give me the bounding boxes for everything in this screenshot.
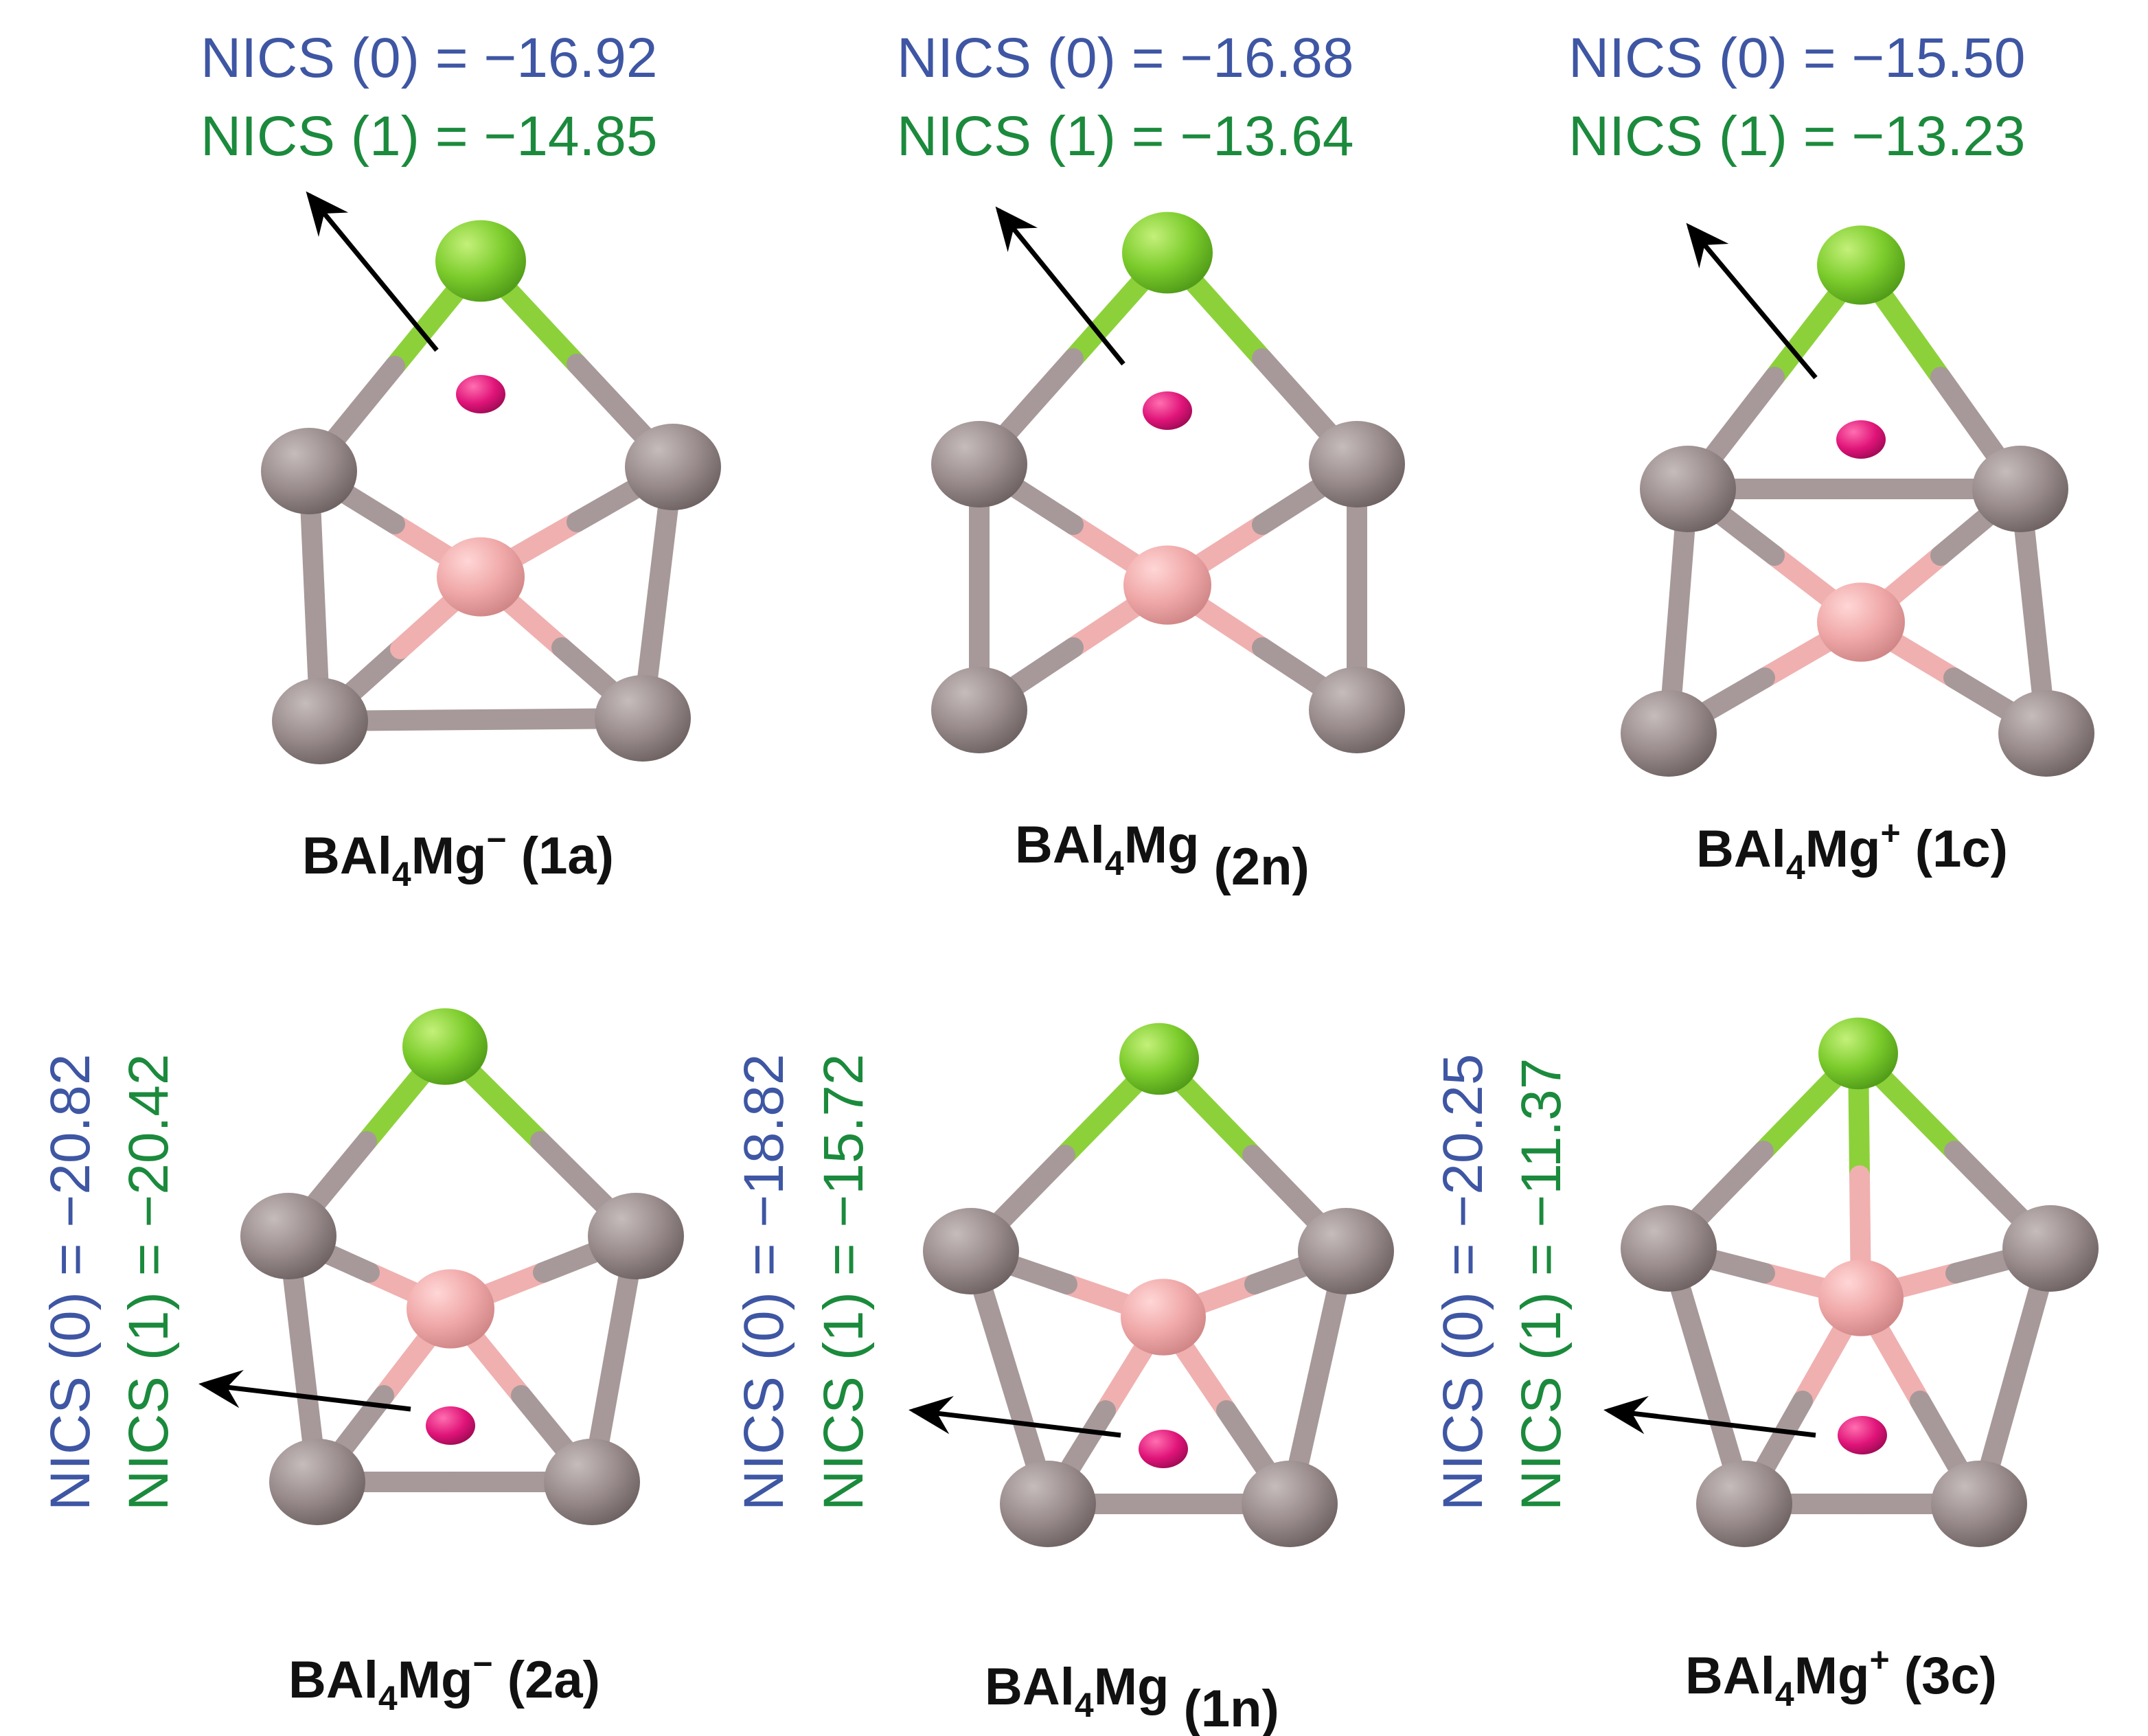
al-atom [1640,446,1736,532]
mg-atom [1122,212,1213,294]
molecule-1a [261,191,721,764]
nics-arrow [198,1369,411,1412]
ring-center-dummy-atom [1139,1430,1188,1468]
nics1-value-2a: NICS (1) = −20.42 [117,1054,180,1511]
molecule-1n [909,1023,1394,1547]
al-atom [1696,1461,1792,1547]
ring-center-dummy-atom [1836,420,1886,459]
nics1-value-1n: NICS (1) = −15.72 [812,1054,875,1511]
structure-label-1c: BAl4Mg+ (1c) [1696,814,2008,887]
top-panel-2n: NICS (0) = −16.88 NICS (1) = −13.64 BAl4… [897,27,1353,896]
top-panel-1a: NICS (0) = −16.92 NICS (1) = −14.85 BAl4… [201,27,657,893]
structure-label-3c: BAl4Mg+ (3c) [1685,1641,1997,1713]
al-atom [1309,667,1405,753]
al-atom [1931,1461,2027,1547]
ring-center-dummy-atom [1143,391,1192,430]
molecule-3c [1603,1017,2099,1547]
structure-label-1a: BAl4Mg− (1a) [302,821,614,893]
molecule-2a [198,1008,684,1525]
nics1-value-1a: NICS (1) = −14.85 [201,105,657,168]
mg-atom [402,1008,488,1085]
molecule-structures [198,191,2099,1547]
nics-arrow [1603,1395,1816,1438]
al-atom [931,667,1027,753]
nics0-value-2n: NICS (0) = −16.88 [897,27,1353,89]
al-atom [1000,1461,1096,1547]
mg-atom [435,220,526,302]
al-atom [1309,421,1405,507]
bottom-panel-2a: NICS (0) = −20.82 NICS (1) = −20.42 BAl4… [39,1054,600,1717]
al-atom [261,428,357,514]
b-atom [437,537,525,617]
top-panel-1c: NICS (0) = −15.50 NICS (1) = −13.23 BAl4… [1568,27,2025,887]
al-atom [1621,1205,1717,1292]
nics0-value-3c: NICS (0) = −20.25 [1432,1054,1494,1511]
nics-arrow [995,206,1126,366]
b-atom [1817,582,1905,662]
mg-atom [1817,225,1905,305]
al-atom [544,1439,640,1525]
ring-center-dummy-atom [1838,1416,1887,1454]
al-atom [1972,446,2068,532]
nics1-value-2n: NICS (1) = −13.64 [897,105,1353,168]
al-atom [1242,1461,1338,1547]
al-atom [595,675,691,762]
al-atom [240,1193,336,1279]
structure-label-2a: BAl4Mg− (2a) [288,1645,600,1717]
ring-center-dummy-atom [426,1406,475,1445]
nics-arrow [1686,222,1818,380]
nics1-value-1c: NICS (1) = −13.23 [1568,105,2025,168]
al-atom [923,1208,1019,1294]
b-atom [1121,1279,1206,1356]
structure-label-2n: BAl4Mg (2n) [1015,816,1310,896]
al-atom [931,421,1027,507]
nics0-value-2a: NICS (0) = −20.82 [39,1054,102,1511]
nics-arrow [306,191,439,352]
bottom-panel-3c: NICS (0) = −20.25 NICS (1) = −11.37 BAl4… [1432,1054,1997,1713]
al-atom [1998,690,2094,777]
nics0-value-1c: NICS (0) = −15.50 [1568,27,2025,89]
bottom-panel-1n: NICS (0) = −18.82 NICS (1) = −15.72 BAl4… [733,1054,1279,1736]
al-atom [588,1193,684,1279]
al-atom [272,678,368,764]
mg-atom [1818,1017,1898,1090]
nics0-value-1n: NICS (0) = −18.82 [733,1054,795,1511]
nics0-value-1a: NICS (0) = −16.92 [201,27,657,89]
al-atom [1298,1208,1394,1294]
al-atom [269,1439,365,1525]
b-atom [1818,1259,1904,1336]
molecule-1c [1621,222,2094,777]
al-atom [2002,1205,2099,1292]
nics1-value-3c: NICS (1) = −11.37 [1510,1058,1573,1511]
b-atom [1123,545,1211,625]
al-atom [1621,690,1717,777]
b-atom [407,1269,494,1349]
molecule-2n [931,206,1405,753]
nics-arrow [909,1395,1121,1438]
mg-atom [1119,1023,1199,1095]
structure-label-1n: BAl4Mg (1n) [985,1658,1279,1736]
ring-center-dummy-atom [456,375,505,413]
al-atom [625,424,721,510]
